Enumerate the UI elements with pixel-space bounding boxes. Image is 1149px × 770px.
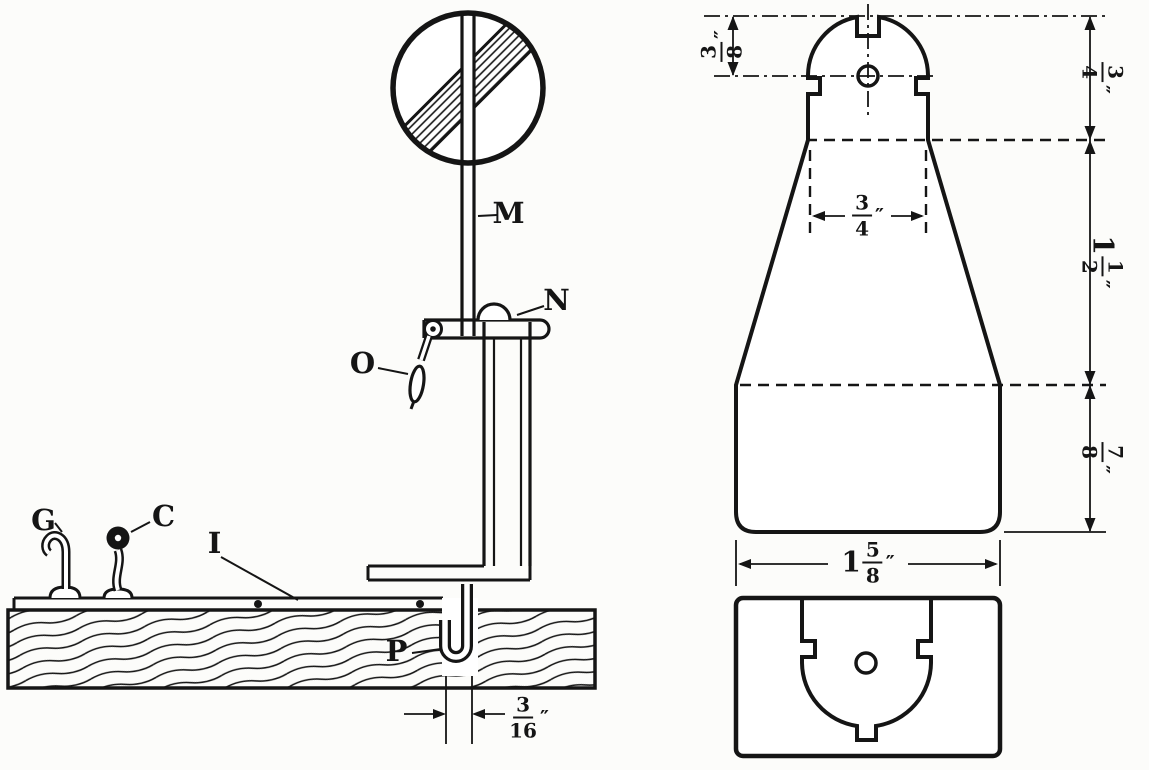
base-block-front (733, 595, 1003, 759)
channel (482, 322, 532, 566)
base-board (6, 608, 597, 690)
latch-o-knob (408, 364, 426, 404)
rod-m (460, 14, 476, 336)
contact-strip (12, 596, 443, 612)
label-p: P (385, 634, 409, 668)
dim-head-offset-graphics (727, 16, 739, 76)
dim-top-width-graphics (812, 211, 924, 221)
construction-lines (704, 4, 1108, 586)
dim-slot-den: 16 (509, 718, 537, 743)
label-c: C (151, 499, 177, 533)
hook-p (439, 584, 473, 663)
dim-slot-graphics (404, 676, 505, 744)
pivot-hole-bottom (854, 651, 878, 675)
binding-post-c (102, 526, 134, 599)
bearing-n (476, 302, 512, 321)
label-m: M (492, 196, 526, 230)
foot-flange (366, 564, 532, 582)
dim-base-width-graphics (738, 559, 998, 569)
leader-lines (54, 214, 545, 654)
disc-outline (390, 10, 546, 166)
dim-slot-num: 3 (513, 694, 533, 719)
label-i: I (207, 526, 223, 560)
label-g: G (31, 503, 57, 537)
label-n: N (543, 283, 571, 317)
label-o: O (349, 346, 377, 380)
dim-slot-unit: ″ (539, 705, 549, 729)
bracket (366, 302, 551, 582)
spring-contact-g (41, 531, 82, 599)
dim-chain-right (1084, 16, 1096, 532)
